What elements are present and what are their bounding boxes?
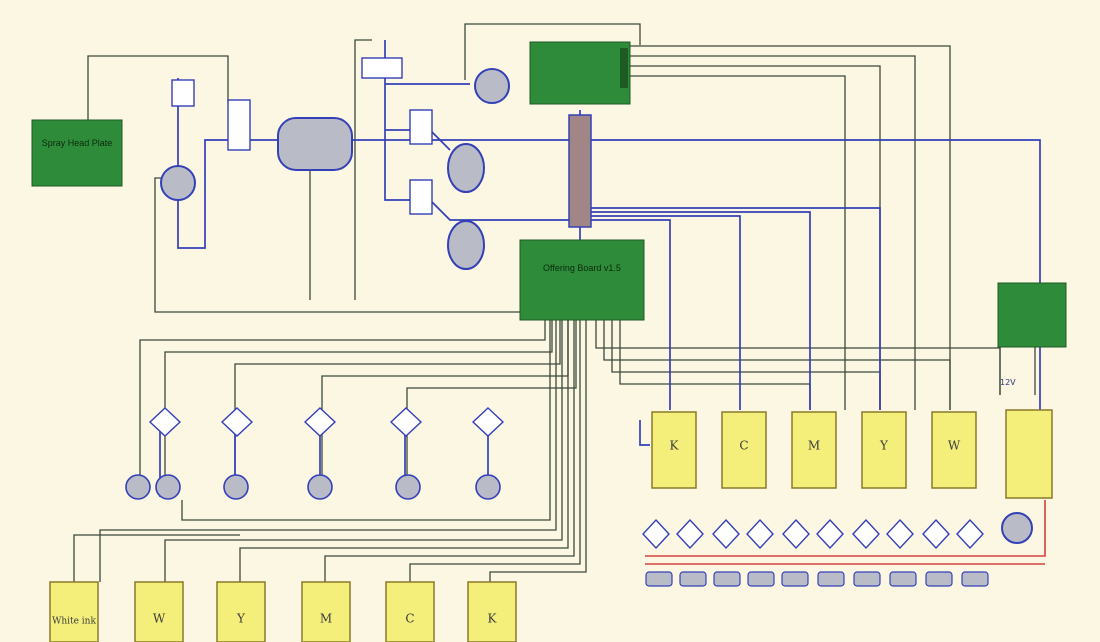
main-tank-c-label: C — [405, 612, 414, 626]
spray-head-plate-label: Spray Head Plate — [42, 138, 113, 148]
vessels — [160, 68, 1033, 544]
spray-head-plate: Spray Head Plate — [31, 119, 123, 187]
sec-tank-w-label: W — [948, 439, 961, 453]
heater-lines — [645, 500, 1046, 565]
sec-tank-k-label: K — [670, 439, 680, 453]
print-dampers — [645, 571, 989, 587]
control-board-top — [529, 41, 631, 105]
filters-secondary — [642, 518, 984, 550]
valves — [171, 57, 433, 215]
circulation-tank — [1005, 409, 1053, 499]
lower-pumps — [125, 474, 501, 500]
sec-tank-m-label: M — [808, 439, 820, 453]
sec-tank-y-label: Y — [879, 439, 889, 453]
filters-main — [148, 407, 505, 437]
label-12v: 12V — [1000, 378, 1016, 387]
offering-board-label: Offering Board v1.5 — [543, 263, 621, 273]
main-tank-y-label: Y — [236, 612, 246, 626]
main-tank-m-label: M — [320, 612, 332, 626]
main-tank-k-label: K — [488, 612, 498, 626]
power-board — [997, 282, 1067, 348]
white-ink-tank-label: White ink — [52, 617, 96, 627]
main-ink-tanks: White ink W Y M C K — [49, 581, 517, 642]
offering-board: Offering Board v1.5 — [519, 239, 645, 321]
main-tank-w-label: W — [153, 612, 166, 626]
damper-column — [568, 114, 592, 228]
sec-tank-c-label: C — [739, 439, 748, 453]
secondary-ink-tanks: K C M Y W — [651, 411, 977, 489]
